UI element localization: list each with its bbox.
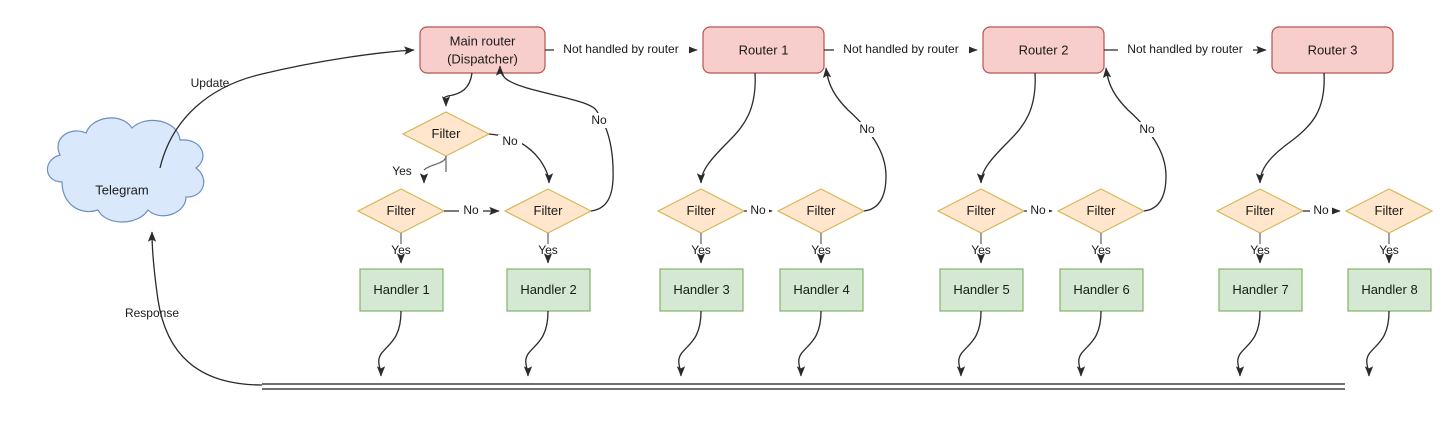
node-handler-7[interactable]: Handler 7: [1218, 268, 1303, 312]
edge-filtertop-yes-link: [423, 155, 447, 171]
node-handler-4[interactable]: Handler 4: [779, 268, 864, 312]
node-handler-8[interactable]: Handler 8: [1347, 268, 1432, 312]
label-bg-no-back-g2: [855, 122, 879, 137]
edge-label-yes-5: Yes: [971, 243, 991, 257]
node-handler-2[interactable]: Handler 2: [506, 268, 591, 312]
edge-response: [147, 231, 263, 386]
edge-h2-to-bus: [523, 310, 549, 377]
node-main-router[interactable]: Main router (Dispatcher): [419, 26, 546, 74]
edge-h6-to-bus: [1076, 310, 1102, 377]
edge-h1-to-bus: [376, 310, 402, 377]
label-bg-no-g3: [1027, 203, 1049, 218]
edge-label-yes-6: Yes: [1091, 243, 1111, 257]
edge-label-yes-top: Yes: [392, 164, 412, 178]
label-bg-3: [1118, 42, 1253, 58]
node-filter-3[interactable]: Filter: [656, 188, 746, 234]
node-router-2[interactable]: Router 2: [982, 26, 1105, 74]
edge-label-yes-3: Yes: [691, 243, 711, 257]
node-filter-5[interactable]: Filter: [936, 188, 1026, 234]
label-bg-no-top: [498, 135, 522, 150]
node-router-3[interactable]: Router 3: [1271, 26, 1394, 74]
label-bg-no-g4: [1310, 203, 1332, 218]
edge-label-yes-8: Yes: [1379, 243, 1399, 257]
node-filter-top[interactable]: Filter: [401, 111, 491, 157]
edge-h8-to-bus: [1364, 310, 1390, 377]
edge-h4-to-bus: [796, 310, 822, 377]
edge-h3-to-bus: [676, 310, 702, 377]
node-handler-3[interactable]: Handler 3: [659, 268, 744, 312]
node-filter-2[interactable]: Filter: [503, 188, 593, 234]
edge-r2-to-filter5: [976, 72, 1036, 184]
edge-r1-to-filter3: [696, 72, 756, 184]
edge-h7-to-bus: [1235, 310, 1261, 377]
node-router-1[interactable]: Router 1: [702, 26, 825, 74]
edge-update: [159, 46, 415, 169]
label-bg-no-back-g1: [587, 113, 611, 128]
node-telegram-cloud[interactable]: Telegram: [46, 117, 205, 223]
node-handler-1[interactable]: Handler 1: [359, 268, 444, 312]
label-bg-no-g2: [747, 203, 769, 218]
node-filter-6[interactable]: Filter: [1056, 188, 1146, 234]
label-bg-2: [834, 42, 969, 58]
node-handler-6[interactable]: Handler 6: [1059, 268, 1144, 312]
edge-label-response: Response: [125, 306, 179, 320]
edge-filter6-no-back-r2: [1102, 67, 1167, 212]
node-filter-4[interactable]: Filter: [776, 188, 866, 234]
label-bg-no-g1: [459, 203, 483, 218]
edge-filter2-no-back-main: [495, 65, 614, 212]
label-bg-1: [554, 42, 689, 58]
node-filter-8[interactable]: Filter: [1344, 188, 1434, 234]
edge-filter4-no-back-r1: [822, 67, 887, 212]
label-bg-no-back-g3: [1135, 122, 1159, 137]
edge-label-yes-7: Yes: [1250, 243, 1270, 257]
node-handler-5[interactable]: Handler 5: [939, 268, 1024, 312]
edge-label-yes-2: Yes: [538, 243, 558, 257]
edge-label-yes-1: Yes: [391, 243, 411, 257]
node-filter-1[interactable]: Filter: [356, 188, 446, 234]
edge-main-to-filter-top: [441, 72, 473, 107]
node-filter-7[interactable]: Filter: [1215, 188, 1305, 234]
edge-h5-to-bus: [956, 310, 982, 377]
edge-label-yes-4: Yes: [811, 243, 831, 257]
edge-r3-to-filter7: [1255, 72, 1325, 184]
